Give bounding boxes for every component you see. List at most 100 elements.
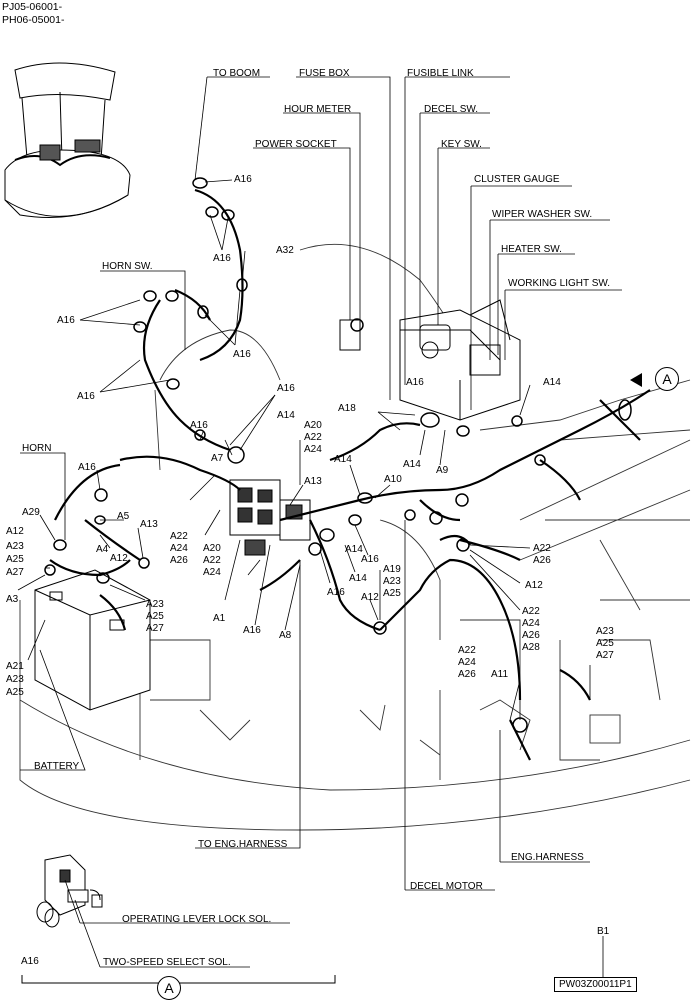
ref-a16: A16 — [78, 462, 96, 473]
machine-thumbnail — [4, 62, 131, 218]
label-decel-motor: DECEL MOTOR — [410, 881, 483, 892]
ref-a12: A12 — [525, 580, 543, 591]
view-a-callout: A — [655, 367, 679, 391]
ref-a14: A14 — [543, 377, 561, 388]
relay-block-drawing — [229, 479, 311, 556]
ref-a23: A23 — [383, 576, 401, 587]
ref-a25: A25 — [6, 687, 24, 698]
ref-a8: A8 — [279, 630, 292, 641]
ref-a19: A19 — [383, 564, 401, 575]
leader-lines — [17, 76, 622, 968]
label-working-light-sw: WORKING LIGHT SW. — [508, 278, 611, 289]
ref-a16: A16 — [190, 420, 208, 431]
label-horn: HORN — [22, 443, 52, 454]
ref-a24: A24 — [203, 567, 221, 578]
ref-a18: A18 — [338, 403, 356, 414]
ref-a21: A21 — [6, 661, 24, 672]
ref-a16: A16 — [361, 554, 379, 565]
ref-a25: A25 — [383, 588, 401, 599]
detail-view-a-drawing — [36, 854, 103, 928]
ref-a26: A26 — [533, 555, 551, 566]
ref-a9: A9 — [436, 465, 449, 476]
ref-a13: A13 — [140, 519, 158, 530]
label-eng-harness: ENG.HARNESS — [511, 852, 584, 863]
ref-a26: A26 — [458, 669, 476, 680]
ref-a14: A14 — [277, 410, 295, 421]
ref-a32: A32 — [276, 245, 294, 256]
ref-a22: A22 — [304, 432, 322, 443]
ref-a26: A26 — [170, 555, 188, 566]
ref-a26: A26 — [522, 630, 540, 641]
console-panel-drawing — [339, 299, 521, 421]
ref-a24: A24 — [170, 543, 188, 554]
label-key-sw: KEY SW. — [441, 139, 482, 150]
ref-a22: A22 — [522, 606, 540, 617]
clamp-rings — [44, 177, 632, 733]
label-cluster-gauge: CLUSTER GAUGE — [474, 174, 560, 185]
ref-a23: A23 — [6, 541, 24, 552]
ref-a16: A16 — [21, 956, 39, 967]
ref-a22: A22 — [170, 531, 188, 542]
ref-a4: A4 — [96, 544, 109, 555]
label-to-boom: TO BOOM — [213, 68, 261, 79]
label-two-speed-select-sol: TWO-SPEED SELECT SOL. — [103, 957, 231, 968]
label-heater-sw: HEATER SW. — [501, 244, 562, 255]
ref-a16: A16 — [57, 315, 75, 326]
serial-range-2: PH06-05001- — [2, 14, 65, 26]
label-fuse-box: FUSE BOX — [299, 68, 350, 79]
ref-a1: A1 — [213, 613, 226, 624]
ref-a7: A7 — [211, 453, 224, 464]
ref-a23: A23 — [146, 599, 164, 610]
ref-a27: A27 — [6, 567, 24, 578]
ref-a20: A20 — [304, 420, 322, 431]
ref-a14: A14 — [349, 573, 367, 584]
ref-a27: A27 — [596, 650, 614, 661]
ref-a23: A23 — [6, 674, 24, 685]
label-fusible-link: FUSIBLE LINK — [407, 68, 474, 79]
ref-a5: A5 — [117, 511, 130, 522]
ref-a12: A12 — [361, 592, 379, 603]
ref-a24: A24 — [458, 657, 476, 668]
ref-a14: A14 — [334, 454, 352, 465]
ref-a16: A16 — [233, 349, 251, 360]
ref-a10: A10 — [384, 474, 402, 485]
ref-a3: A3 — [6, 594, 19, 605]
ref-a28: A28 — [522, 642, 540, 653]
view-a-arrow-icon — [630, 373, 642, 387]
ref-a16: A16 — [243, 625, 261, 636]
ref-a20: A20 — [203, 543, 221, 554]
ref-a22: A22 — [458, 645, 476, 656]
ref-a16: A16 — [277, 383, 295, 394]
ref-a25: A25 — [596, 638, 614, 649]
ref-a24: A24 — [522, 618, 540, 629]
ref-a16: A16 — [77, 391, 95, 402]
label-power-socket: POWER SOCKET — [255, 139, 337, 150]
ref-a16: A16 — [327, 587, 345, 598]
ref-a16: A16 — [406, 377, 424, 388]
label-operating-lever-lock-sol: OPERATING LEVER LOCK SOL. — [122, 914, 272, 925]
ref-a22: A22 — [203, 555, 221, 566]
label-horn-sw: HORN SW. — [102, 261, 153, 272]
ref-a25: A25 — [6, 554, 24, 565]
label-decel-sw: DECEL SW. — [424, 104, 479, 115]
ref-a13: A13 — [304, 476, 322, 487]
battery-drawing — [34, 569, 151, 711]
chassis-frame — [19, 243, 691, 831]
label-hour-meter: HOUR METER — [284, 104, 352, 115]
ref-a11: A11 — [491, 669, 509, 680]
label-wiper-washer-sw: WIPER WASHER SW. — [492, 209, 593, 220]
ref-a16: A16 — [234, 174, 252, 185]
ref-a29: A29 — [22, 507, 40, 518]
ref-a23: A23 — [596, 626, 614, 637]
label-battery: BATTERY — [34, 761, 80, 772]
ref-a24: A24 — [304, 444, 322, 455]
ref-a14: A14 — [345, 544, 363, 555]
serial-range-1: PJ05-06001- — [2, 1, 63, 13]
ref-a22: A22 — [533, 543, 551, 554]
ref-a12: A12 — [110, 553, 128, 564]
ref-a12: A12 — [6, 526, 24, 537]
ref-a14: A14 — [403, 459, 421, 470]
figure-code: PW03Z00011P1 — [554, 977, 637, 992]
